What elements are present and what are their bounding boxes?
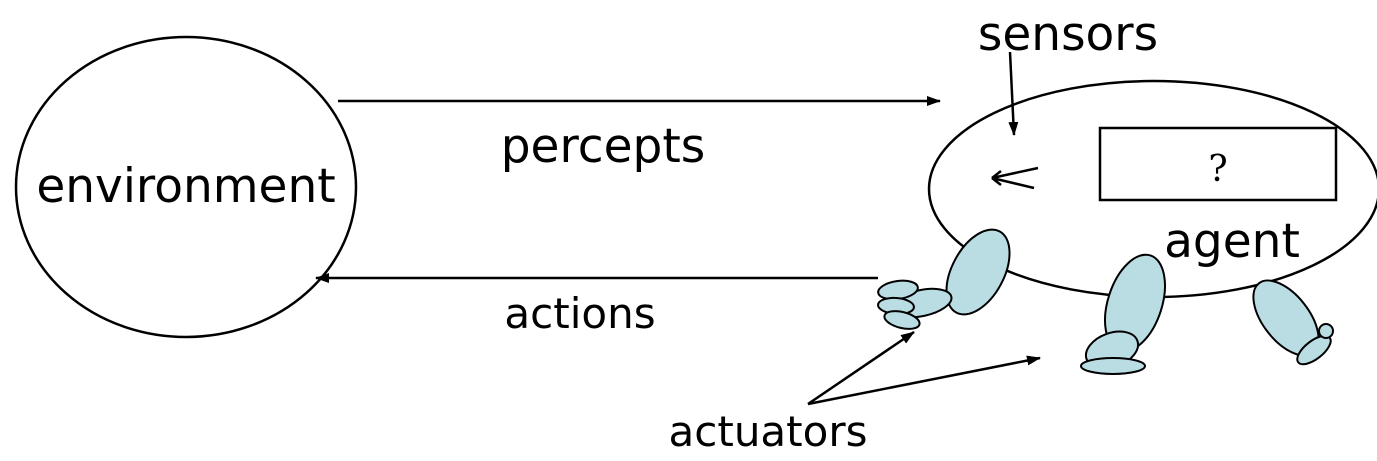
- arm-upper-icon: [945, 228, 1011, 316]
- actuators-annotation: actuators: [669, 330, 1041, 456]
- sensors-annotation: sensors: [978, 7, 1158, 136]
- eye-icon: [991, 166, 1039, 190]
- black-box-question-mark: ?: [1208, 149, 1227, 190]
- robot-limbs: [877, 228, 1334, 375]
- foot-icon: [1080, 357, 1146, 375]
- actions-edge: actions: [315, 273, 878, 338]
- environment-label: environment: [36, 159, 335, 214]
- environment-node: environment: [14, 35, 358, 339]
- actuators-pointer-leg: [807, 355, 1041, 406]
- actuators-label: actuators: [669, 407, 868, 456]
- actuators-pointer-arm: [807, 330, 915, 406]
- environment-ellipse: [14, 35, 358, 339]
- right-toe-icon: [1318, 323, 1334, 339]
- agent-label: agent: [1164, 214, 1300, 269]
- agent-node: ?: [927, 79, 1377, 299]
- percepts-label: percepts: [501, 119, 706, 174]
- percepts-edge: percepts: [338, 96, 941, 174]
- sensors-label: sensors: [978, 7, 1158, 62]
- claw-bottom-icon: [883, 310, 921, 330]
- actions-label: actions: [504, 289, 655, 338]
- black-box: [1098, 126, 1338, 202]
- sensors-pointer-arrow: [1008, 51, 1019, 136]
